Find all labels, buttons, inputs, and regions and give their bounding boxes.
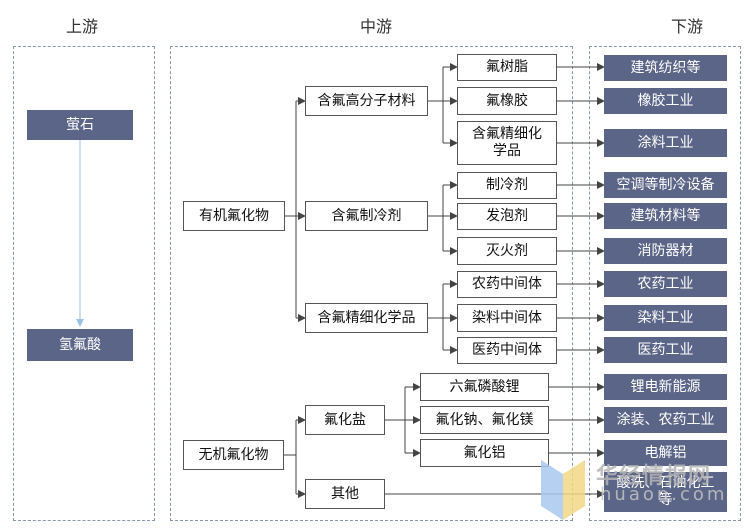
node-fine-chemicals: 含氟精细化 学品 bbox=[457, 121, 557, 165]
node-pickling-petrochem: 酸洗、石油化工 等 bbox=[604, 472, 727, 512]
node-fine-chemicals-line2: 学品 bbox=[493, 143, 521, 159]
node-hydrofluoric-acid: 氢氟酸 bbox=[27, 329, 133, 361]
watermark-url: huaon.com bbox=[600, 484, 728, 505]
node-refrigerant: 制冷剂 bbox=[457, 172, 557, 199]
header-upstream: 上游 bbox=[66, 17, 99, 36]
node-naf-mgf2: 氟化钠、氟化镁 bbox=[420, 406, 549, 434]
node-fire-extinguishant: 灭火剂 bbox=[457, 237, 557, 265]
node-pickling-line1: 酸洗、石油化工 bbox=[616, 475, 715, 491]
node-construction-textile: 建筑纺织等 bbox=[604, 55, 727, 81]
node-pesticide-intermediate: 农药中间体 bbox=[457, 271, 557, 298]
node-fluoro-refrigerant: 含氟制冷剂 bbox=[305, 201, 428, 231]
node-pickling-line2: 等 bbox=[658, 492, 673, 508]
node-coating-industry: 涂料工业 bbox=[604, 129, 727, 157]
node-fluoro-fine-chemicals: 含氟精细化学品 bbox=[305, 303, 428, 333]
node-lithium-battery: 锂电新能源 bbox=[604, 374, 727, 400]
node-other: 其他 bbox=[305, 479, 385, 509]
node-fluorite: 萤石 bbox=[27, 110, 133, 140]
watermark-text: 华经情报网 bbox=[596, 464, 712, 489]
node-fluororesin: 氟树脂 bbox=[457, 54, 557, 81]
node-rubber-industry: 橡胶工业 bbox=[604, 88, 727, 114]
watermark-logo-icon bbox=[541, 460, 585, 520]
node-dye-intermediate: 染料中间体 bbox=[457, 304, 557, 332]
node-fluoride-salt: 氟化盐 bbox=[305, 405, 385, 435]
header-downstream: 下游 bbox=[671, 17, 704, 36]
node-alf3: 氟化铝 bbox=[420, 439, 549, 467]
node-coating-pesticide: 涂装、农药工业 bbox=[604, 407, 727, 433]
node-dye-industry: 染料工业 bbox=[604, 305, 727, 331]
node-fluororubber: 氟橡胶 bbox=[457, 87, 557, 115]
node-organic-fluoride: 有机氟化物 bbox=[183, 201, 285, 231]
node-foaming-agent: 发泡剂 bbox=[457, 203, 557, 230]
node-electrolytic-aluminum: 电解铝 bbox=[604, 440, 727, 466]
node-lipf6: 六氟磷酸锂 bbox=[420, 373, 549, 401]
node-refrigeration-equipment: 空调等制冷设备 bbox=[604, 172, 727, 198]
node-pharma-industry: 医药工业 bbox=[604, 337, 727, 363]
node-fluoropolymer: 含氟高分子材料 bbox=[305, 86, 428, 116]
node-fire-equipment: 消防器材 bbox=[604, 238, 727, 264]
node-building-materials: 建筑材料等 bbox=[604, 203, 727, 229]
header-midstream: 中游 bbox=[360, 17, 393, 36]
node-fine-chemicals-line1: 含氟精细化 bbox=[472, 126, 542, 142]
node-inorganic-fluoride: 无机氟化物 bbox=[183, 440, 284, 470]
node-pesticide-industry: 农药工业 bbox=[604, 271, 727, 297]
upstream-panel bbox=[13, 46, 155, 521]
node-pharma-intermediate: 医药中间体 bbox=[457, 337, 557, 364]
